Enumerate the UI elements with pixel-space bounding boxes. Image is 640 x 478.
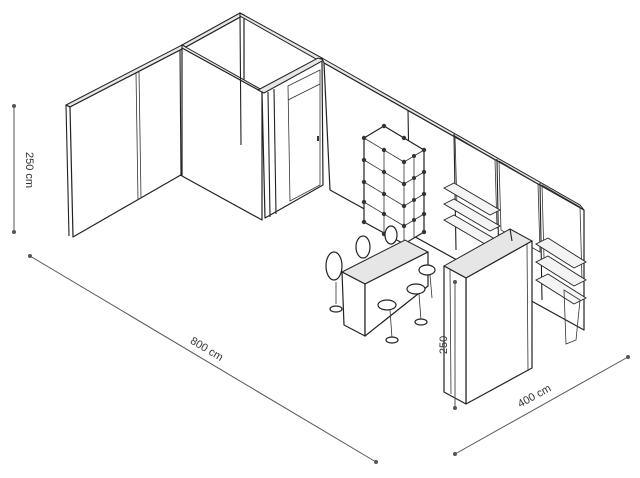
left-wall [64, 44, 188, 238]
height-dimension-label: 250 cm [23, 152, 35, 188]
height-dimension: 250 cm [12, 104, 35, 234]
length-dimension-label: 800 cm [188, 335, 225, 364]
storage-room [180, 12, 326, 221]
tower-height-dimension: 250 [438, 280, 457, 410]
reception-counter [340, 239, 430, 337]
wall-shelves [443, 182, 587, 345]
cube-shelf-unit [361, 123, 427, 247]
tower-height-label: 250 [438, 336, 450, 354]
bar-stools [377, 264, 436, 344]
length-dimension: 800 cm [28, 254, 378, 464]
chairs-back [325, 225, 398, 313]
depth-dimension-label: 400 cm [516, 382, 553, 410]
